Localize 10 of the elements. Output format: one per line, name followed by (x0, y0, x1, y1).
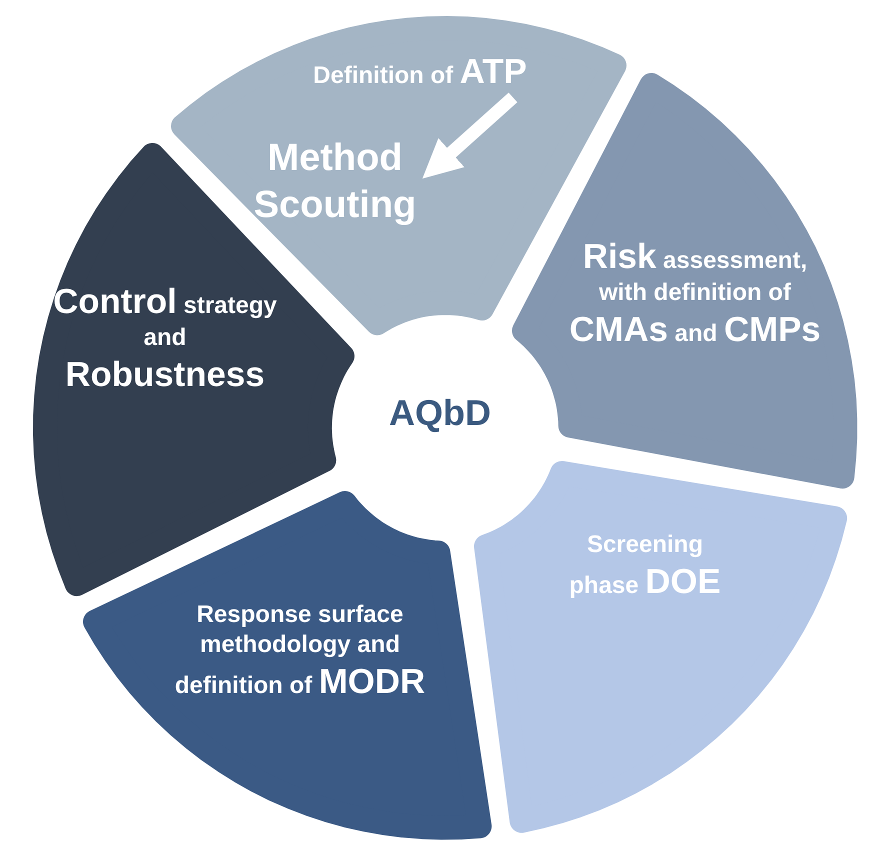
arrow (422, 92, 518, 179)
center-label: AQbD (388, 392, 492, 434)
step-text: Method Scouting (240, 134, 430, 230)
step-text: Definition of ATP (264, 50, 575, 94)
segment-text: Screening phase DOE (568, 530, 722, 603)
segment-text: Response surface methodology and definition of MODR (174, 600, 426, 703)
ring-segment (83, 491, 492, 840)
segment-text: Control strategy and Robustness (52, 280, 278, 396)
ring-segment (474, 460, 847, 833)
segment-text: Risk assessment, with definition of CMAs and CMPs (568, 236, 822, 352)
